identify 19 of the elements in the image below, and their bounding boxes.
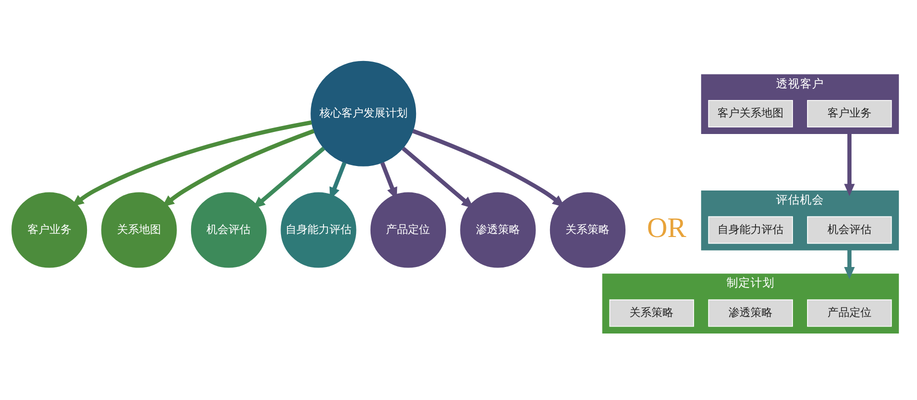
arrow [412, 128, 565, 207]
arrow [844, 133, 855, 196]
node-box: 客户业务 [807, 99, 892, 127]
arrow [402, 146, 474, 208]
arrow [844, 249, 855, 279]
arrow [72, 120, 312, 206]
node-circle: 自身能力评估 [280, 192, 356, 268]
node-box: 自身能力评估 [708, 216, 793, 244]
arrow [252, 146, 326, 208]
arrow [162, 128, 314, 207]
node-box: 客户关系地图 [708, 99, 793, 127]
node-circle: 核心客户发展计划 [310, 60, 416, 166]
label: OR [647, 212, 686, 244]
node-box: 关系策略 [609, 298, 694, 326]
node-box: 产品定位 [807, 298, 892, 326]
node-box: 渗透策略 [708, 298, 793, 326]
node-circle: 产品定位 [370, 192, 446, 268]
node-box: 机会评估 [807, 216, 892, 244]
node-circle: 客户业务 [11, 192, 88, 268]
